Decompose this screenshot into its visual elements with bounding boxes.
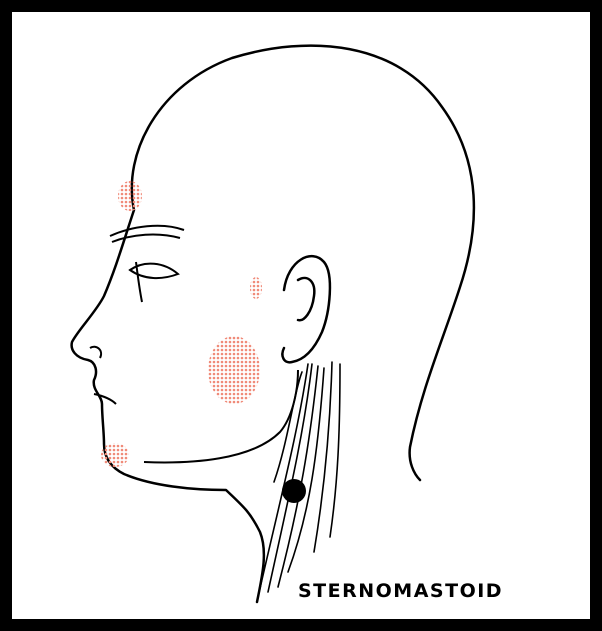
- sternomastoid-muscle: [258, 362, 340, 597]
- eye: [130, 262, 178, 302]
- eyebrow: [110, 226, 184, 242]
- head-outline: [72, 46, 474, 602]
- pain-area-chin: [101, 443, 129, 467]
- mouth: [94, 394, 116, 404]
- head-neck-illustration: [12, 12, 590, 619]
- pain-area-temple: [250, 277, 262, 299]
- sternomastoid-label: STERNOMASTOID: [298, 580, 503, 602]
- nostril: [90, 347, 101, 358]
- pain-area-forehead: [118, 181, 142, 211]
- pain-area-cheek: [208, 336, 260, 404]
- illustration-panel: STERNOMASTOID: [12, 12, 590, 619]
- ear: [282, 256, 330, 362]
- trigger-point-icon: [282, 479, 306, 503]
